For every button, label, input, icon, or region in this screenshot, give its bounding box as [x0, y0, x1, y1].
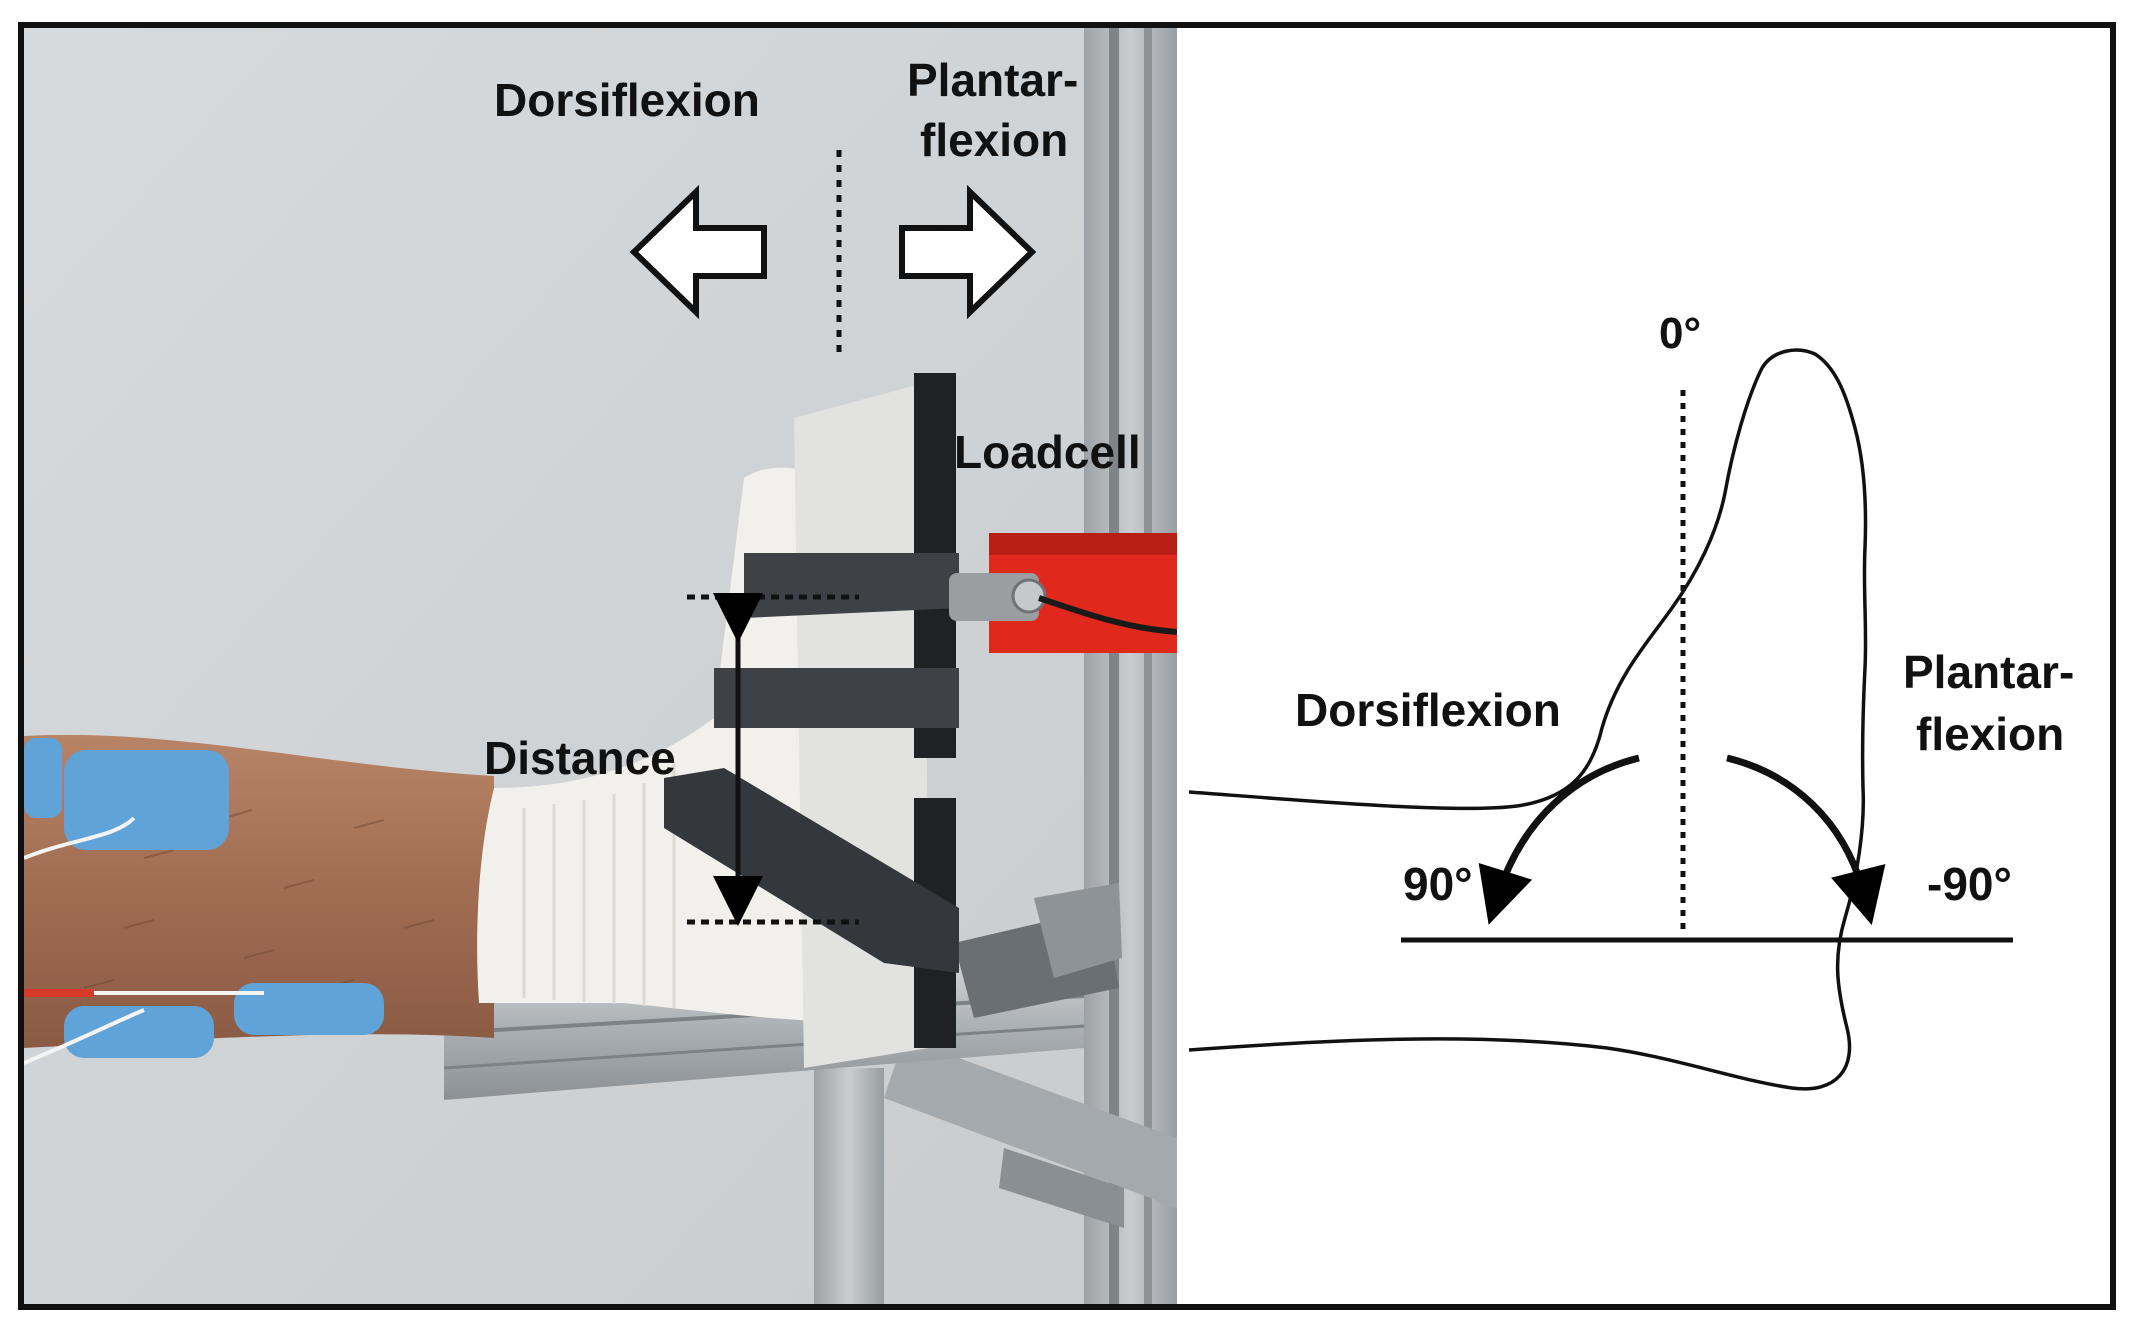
- angle-diagram-panel: 0° Dorsiflexion Plantar- flexion 90° -90…: [1177, 28, 2110, 1304]
- figure-frame: Dorsiflexion Plantar- flexion Loadcell D…: [18, 22, 2116, 1310]
- label-zero-angle: 0°: [1659, 309, 1701, 358]
- foot-angle-diagram: 0° Dorsiflexion Plantar- flexion 90° -90…: [1188, 309, 2074, 1091]
- diagram-label-dorsiflexion: Dorsiflexion: [1295, 684, 1561, 736]
- setup-illustration: Dorsiflexion Plantar- flexion Loadcell D…: [24, 28, 1177, 1304]
- diagram-label-plantarflexion-line2: flexion: [1916, 708, 2064, 760]
- foot-outline: [1188, 348, 1868, 1091]
- dorsiflexion-curve-arrow-icon: [1478, 754, 1640, 925]
- plantarflexion-curve-arrow-icon: [1726, 754, 1886, 926]
- strap-upper: [744, 553, 959, 618]
- photo-label-dorsiflexion: Dorsiflexion: [494, 74, 760, 126]
- plantarflexion-arrow-icon: [899, 184, 1037, 320]
- photo-label-plantarflexion-line1: Plantar-: [907, 54, 1078, 106]
- label-plantar-angle: -90°: [1927, 858, 2012, 910]
- loadcell-cable: [1038, 595, 1177, 635]
- emg-electrodes: [24, 738, 384, 1058]
- photo-label-loadcell: Loadcell: [954, 426, 1141, 478]
- label-dorsi-angle: 90°: [1403, 858, 1473, 910]
- aluminum-frame-vertical: [1084, 28, 1177, 1304]
- experimental-setup-photo: Dorsiflexion Plantar- flexion Loadcell D…: [24, 28, 1177, 1304]
- strap-middle: [714, 668, 959, 728]
- photo-label-distance: Distance: [484, 732, 676, 784]
- dorsiflexion-arrow-icon: [629, 184, 767, 320]
- aluminum-frame-post: [814, 1068, 884, 1304]
- photo-label-plantarflexion-line2: flexion: [920, 114, 1068, 166]
- diagram-label-plantarflexion-line1: Plantar-: [1903, 646, 2074, 698]
